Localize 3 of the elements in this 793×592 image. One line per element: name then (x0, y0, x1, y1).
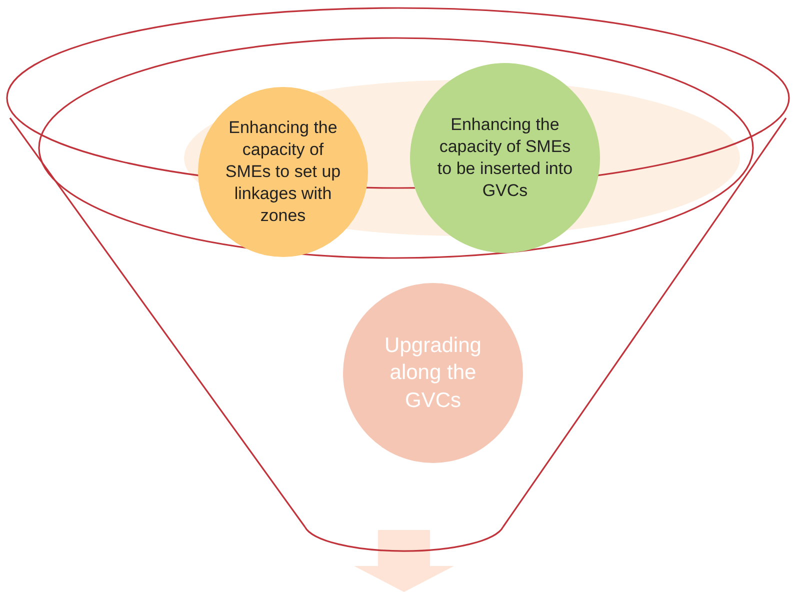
circle-label: Upgrading along the GVCs (384, 333, 482, 414)
circle-label: Enhancing the capacity of SMEs to set up linkages with zones (224, 116, 342, 228)
circle-label: Enhancing the capacity of SMEs to be inserted into GVCs (436, 114, 574, 202)
